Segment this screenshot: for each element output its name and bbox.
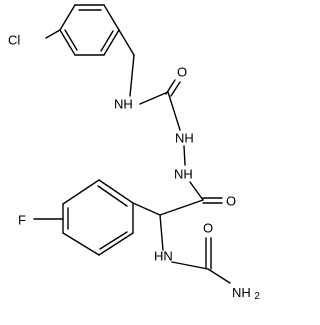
atom-label-f: F (18, 213, 26, 228)
atom-label-hn: HN (154, 249, 173, 264)
bond (103, 4, 120, 31)
bond (59, 4, 76, 31)
bond (159, 214, 164, 251)
bond (45, 29, 61, 39)
bond (98, 179, 134, 204)
double-bond (64, 29, 78, 51)
bond (132, 202, 161, 216)
atom-label-nh: NH (174, 167, 193, 182)
fluorophenyl-ring (62, 179, 161, 256)
atom-label-o: O (226, 194, 236, 209)
chlorophenyl-ring (59, 4, 120, 56)
atom-label-nh2: NH 2 (232, 285, 260, 302)
double-bond (99, 231, 128, 250)
bond (183, 145, 186, 166)
bond (118, 29, 135, 56)
bond (159, 199, 204, 216)
bond (103, 29, 120, 56)
atom-labels: Cl NH O NH NH O F O HN NH 2 (8, 33, 260, 302)
atom-label-nh: NH (175, 131, 194, 146)
bond (207, 268, 231, 284)
bond (167, 91, 181, 131)
bond (98, 232, 134, 256)
atom-label-nh: NH (114, 97, 133, 112)
bond (139, 91, 169, 105)
double-bond (170, 81, 181, 97)
bond (62, 232, 100, 256)
bond (62, 179, 100, 205)
atom-label-o: O (203, 221, 213, 236)
atom-label-cl: Cl (8, 33, 20, 48)
bond (171, 261, 209, 270)
double-bond (97, 185, 128, 207)
atom-label-nh2-subscript: 2 (254, 291, 260, 302)
bond (129, 54, 135, 97)
bond (59, 29, 76, 56)
double-bond (100, 30, 114, 52)
atom-label-nh2-main: NH (232, 285, 251, 300)
chemical-structure: Cl NH O NH NH O F O HN NH 2 (8, 4, 260, 302)
bond (189, 181, 204, 201)
atom-label-o: O (177, 65, 187, 80)
